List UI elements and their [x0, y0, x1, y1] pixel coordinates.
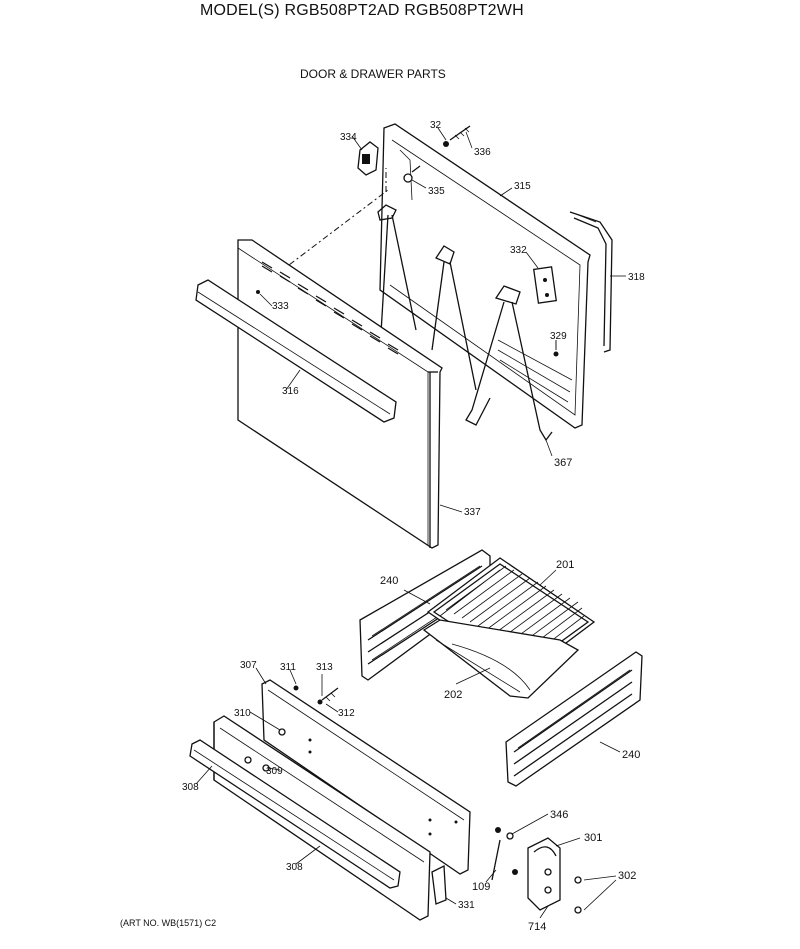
leader-lines: [195, 127, 626, 919]
broiler-pan: [422, 619, 580, 699]
callout-332: 332: [510, 245, 527, 256]
callout-367: 367: [554, 457, 572, 469]
callout-308-left: 308: [182, 782, 199, 793]
art-number: (ART NO. WB(1571) C2: [120, 918, 217, 928]
page-title: MODEL(S) RGB508PT2AD RGB508PT2WH: [200, 2, 524, 19]
callout-333: 333: [272, 301, 289, 312]
callout-337: 337: [464, 507, 481, 518]
callout-311: 311: [280, 662, 296, 673]
callout-315: 315: [514, 181, 531, 192]
callout-346: 346: [550, 809, 568, 821]
callout-714: 714: [528, 921, 546, 933]
oven-door-handle: [195, 279, 397, 423]
callout-310: 310: [234, 708, 251, 719]
drawer-roller-bracket: [491, 827, 582, 914]
screw-336: [443, 125, 471, 147]
door-small-parts: [403, 165, 559, 357]
callout-201: 201: [556, 559, 574, 571]
callout-32: 32: [430, 120, 442, 131]
callout-334: 334: [340, 132, 357, 143]
section-subtitle: DOOR & DRAWER PARTS: [300, 67, 446, 81]
callout-109: 109: [472, 881, 490, 893]
callout-329: 329: [550, 331, 567, 342]
callout-318: 318: [628, 272, 645, 283]
drawer-clip: [431, 864, 447, 905]
drawer-side-lower: [505, 651, 643, 787]
callout-316: 316: [282, 386, 299, 397]
callout-240-lower: 240: [622, 749, 640, 761]
callout-301: 301: [584, 832, 602, 844]
callout-335: 335: [428, 186, 445, 197]
door-gasket: [569, 211, 613, 353]
callout-308-bottom: 308: [286, 862, 303, 873]
drawer-handle: [189, 739, 401, 889]
callout-313: 313: [316, 662, 333, 673]
drawer-front-panel: [261, 679, 471, 875]
callout-336: 336: [474, 147, 491, 158]
callout-202: 202: [444, 689, 462, 701]
callout-302: 302: [618, 870, 636, 882]
callout-312: 312: [338, 708, 355, 719]
callout-labels: 334 32 336 335 315 332 318 333 329 316 3…: [182, 120, 645, 933]
callout-307: 307: [240, 660, 257, 671]
callout-331: 331: [458, 900, 475, 911]
callout-240-upper: 240: [380, 575, 398, 587]
drawer-screws: [244, 685, 339, 772]
door-hinge: [357, 141, 379, 176]
callout-309: 309: [266, 766, 283, 777]
